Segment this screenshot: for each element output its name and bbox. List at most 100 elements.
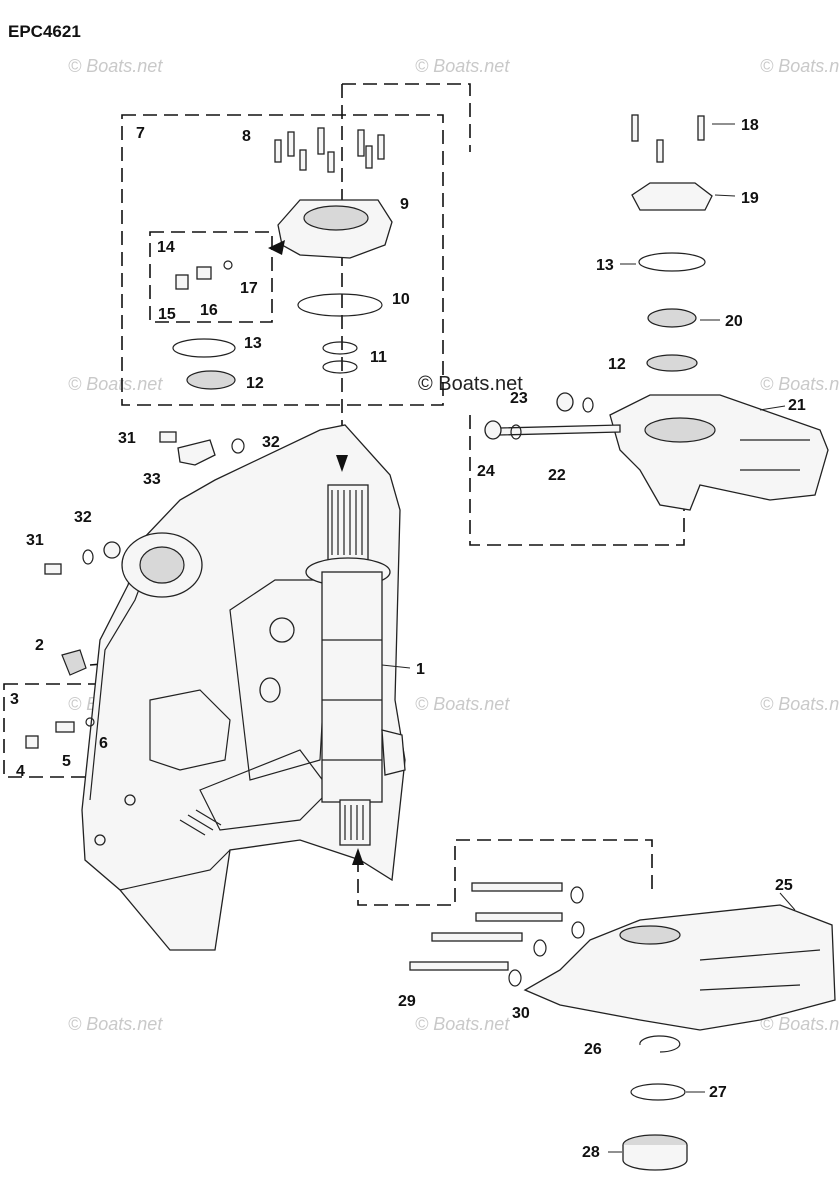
bolt-31 bbox=[159, 431, 177, 443]
callout-21: 21 bbox=[788, 397, 806, 414]
cap-15 bbox=[175, 274, 189, 290]
housing-shelf bbox=[199, 749, 331, 831]
o-ring-10 bbox=[297, 293, 383, 317]
callout-8: 8 bbox=[242, 128, 251, 145]
washer bbox=[570, 886, 584, 904]
callout-17: 17 bbox=[240, 280, 258, 297]
mount-hole bbox=[94, 834, 106, 846]
watermark: © Boats.net bbox=[415, 56, 510, 76]
retainer-19 bbox=[631, 182, 713, 211]
group-7-cover bbox=[172, 127, 393, 390]
callout-11: 11 bbox=[370, 349, 387, 366]
gear-housing-bore bbox=[619, 925, 681, 945]
watermark: © Boats.net bbox=[415, 1014, 510, 1034]
group-box-7 bbox=[121, 114, 444, 406]
bolt-18 bbox=[697, 115, 705, 141]
callout-32: 32 bbox=[74, 509, 92, 526]
gear-housing-25 bbox=[523, 904, 836, 1031]
callout-30: 30 bbox=[512, 1005, 530, 1022]
callout-5: 5 bbox=[62, 753, 71, 770]
washer-32 bbox=[231, 438, 245, 454]
callouts: 1 2 3 4 5 6 7 8 9 10 11 12 12 13 13 14 1… bbox=[10, 117, 806, 1161]
steering-parts bbox=[484, 114, 829, 511]
callout-25: 25 bbox=[775, 877, 793, 894]
housing-lower-edge bbox=[119, 849, 231, 891]
leader-19 bbox=[714, 194, 736, 197]
callout-33: 33 bbox=[143, 471, 161, 488]
callout-3: 3 bbox=[10, 691, 19, 708]
watermark: © Boats.net bbox=[760, 694, 839, 714]
housing-panel bbox=[149, 689, 231, 771]
housing-column bbox=[321, 571, 383, 803]
housing-bands bbox=[322, 639, 382, 761]
washer-23b bbox=[582, 397, 594, 413]
callout-9: 9 bbox=[400, 196, 409, 213]
callout-12: 12 bbox=[246, 375, 264, 392]
o-ring-11a bbox=[322, 341, 358, 355]
watermark: © Boats.net bbox=[760, 374, 839, 394]
callout-12: 12 bbox=[608, 356, 626, 373]
mount-hole bbox=[124, 794, 136, 806]
spline-lines bbox=[331, 490, 363, 555]
leader-1 bbox=[381, 664, 411, 669]
washers-30 bbox=[508, 886, 585, 987]
cover-plate-bore bbox=[303, 205, 369, 231]
group-box-21 bbox=[469, 415, 685, 546]
watermark: © Boats.net bbox=[760, 56, 839, 76]
cap-4 bbox=[25, 735, 39, 749]
callout-13: 13 bbox=[596, 257, 614, 274]
bolt bbox=[357, 129, 365, 157]
callout-32: 32 bbox=[262, 434, 280, 451]
callout-6: 6 bbox=[99, 735, 108, 752]
bolt bbox=[287, 131, 295, 157]
bolt bbox=[475, 912, 563, 922]
group-box-14 bbox=[149, 231, 273, 323]
fitting-port bbox=[269, 617, 295, 643]
bolt bbox=[377, 134, 385, 160]
callout-23: 23 bbox=[510, 390, 528, 407]
callout-31: 31 bbox=[26, 532, 44, 549]
washer bbox=[533, 939, 547, 957]
arrow-left bbox=[268, 240, 285, 255]
lower-spline-lines bbox=[344, 805, 364, 840]
callout-18: 18 bbox=[741, 117, 759, 134]
callout-27: 27 bbox=[709, 1084, 727, 1101]
callout-13: 13 bbox=[244, 335, 262, 352]
nut-20 bbox=[647, 308, 697, 328]
callout-20: 20 bbox=[725, 313, 743, 330]
o-ring-17 bbox=[223, 260, 233, 270]
bolt-18 bbox=[656, 139, 664, 163]
left-parts bbox=[25, 431, 245, 749]
arrow-down bbox=[336, 455, 348, 472]
callout-15: 15 bbox=[158, 306, 176, 323]
fitting-16 bbox=[196, 266, 212, 280]
bolt bbox=[409, 961, 509, 971]
callout-14: 14 bbox=[157, 239, 175, 256]
seal-13-right bbox=[638, 252, 706, 272]
lower-right-parts bbox=[409, 882, 836, 1171]
leader-21 bbox=[759, 405, 786, 411]
group-box-25 bbox=[357, 839, 653, 906]
diagram-code: EPC4621 bbox=[8, 22, 81, 41]
lock-washer-12-right bbox=[646, 354, 698, 372]
washer-23 bbox=[510, 424, 522, 440]
bolt bbox=[274, 139, 282, 163]
callout-19: 19 bbox=[741, 190, 759, 207]
watermark: © Boats.net bbox=[68, 56, 163, 76]
bolt bbox=[431, 932, 523, 942]
watermark: © Boats.net bbox=[68, 374, 163, 394]
washer bbox=[508, 969, 522, 987]
wire-bundle bbox=[179, 809, 222, 836]
watermark: © Boats.net bbox=[415, 694, 510, 714]
callout-10: 10 bbox=[392, 291, 410, 308]
snap-ring-26 bbox=[639, 1035, 681, 1053]
watermark: © Boats.net bbox=[68, 1014, 163, 1034]
arrow-up bbox=[352, 848, 364, 865]
elbow-fitting-2 bbox=[61, 649, 87, 676]
callout-24: 24 bbox=[477, 463, 495, 480]
fitting-5 bbox=[55, 721, 75, 733]
washer-24b bbox=[556, 392, 574, 412]
watermark: © Boats.net bbox=[760, 1014, 839, 1034]
center-watermark: © Boats.net bbox=[418, 373, 523, 395]
